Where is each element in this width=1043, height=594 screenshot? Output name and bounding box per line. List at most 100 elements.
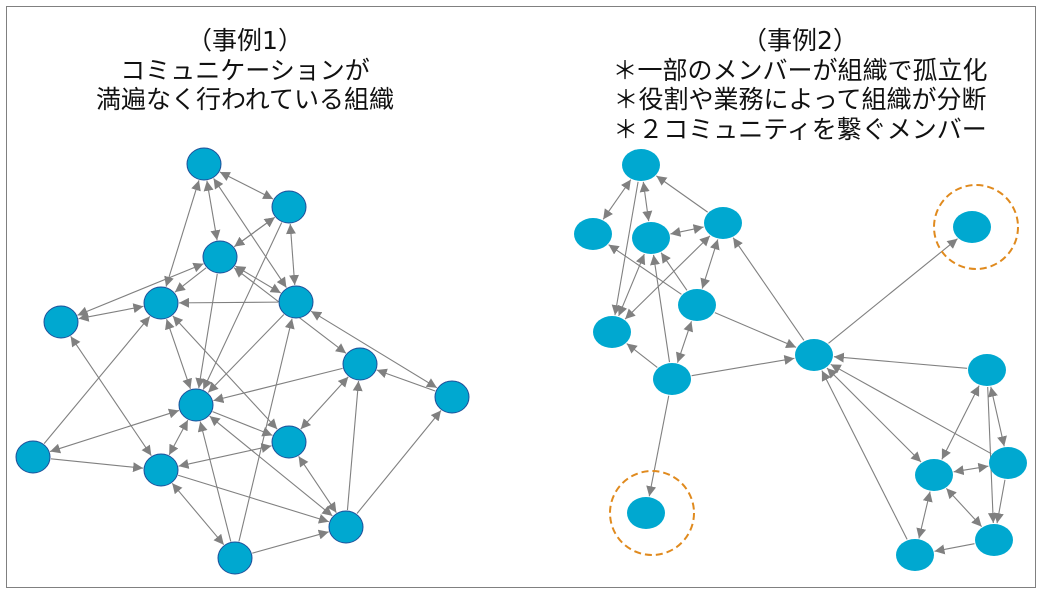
case1-edge-E-C: [234, 265, 282, 294]
case2-member-node-P3: [632, 222, 670, 254]
case2-edge-R5-HUB: [821, 370, 908, 540]
case1-heading: （事例1）: [187, 26, 303, 55]
case1-title: （事例1） コミュニケーションが 満遍なく行われている組織: [45, 26, 445, 115]
case2-member-node-ISO2: [627, 497, 665, 529]
case2-edge-P1-P6: [611, 181, 639, 316]
case2-edge-P4-P6: [624, 235, 711, 320]
case1-edge-L-N: [171, 482, 225, 546]
case1-member-node-N: [217, 541, 253, 575]
case1-member-node-K: [15, 440, 51, 474]
case2-edge-HUB-R2: [826, 367, 922, 463]
case1-member-node-L: [143, 453, 179, 487]
case1-edge-C-D: [174, 267, 207, 293]
case1-edge-G-I: [213, 367, 343, 404]
case2-member-node-R1: [968, 354, 1006, 386]
case1-edge-I-J: [212, 411, 273, 437]
case1-edge-D-I: [165, 318, 192, 390]
case2-edge-P5-P7: [675, 321, 694, 363]
case1-edge-I-L: [168, 419, 189, 456]
case2-edge-P4-P1: [656, 175, 708, 213]
case1-edge-L-M: [177, 474, 330, 524]
case2-edge-R4-R5: [934, 543, 975, 555]
case1-edge-N-M: [252, 529, 329, 554]
case2-edge-P5-HUB: [714, 312, 797, 349]
case1-edge-M-G: [346, 380, 363, 511]
case2-bullet-2: ＊役割や業務によって組織が分断: [613, 85, 987, 114]
diagram-frame: [6, 6, 1036, 588]
case1-member-node-A: [186, 147, 222, 181]
case1-edge-M-H: [356, 410, 442, 514]
case2-edge-P1-P3: [639, 181, 653, 222]
case2-bullet-1: ＊一部のメンバーが組織で孤立化: [612, 55, 988, 85]
case2-edge-P4-P5: [700, 239, 720, 289]
case2-edge-R1-HUB: [833, 352, 968, 369]
case1-edge-F-L: [70, 336, 152, 456]
case1-edge-J-D: [172, 315, 278, 430]
case2-member-node-P1: [622, 149, 660, 181]
case2-member-node-R3: [989, 447, 1027, 479]
isolated-member-ring-1: [933, 184, 1019, 270]
case1-edge-E-I: [207, 314, 285, 393]
case2-edge-R3-R4: [993, 479, 1006, 524]
case2-bullet-3: ＊２コミュニティを繋ぐメンバー: [613, 114, 987, 144]
case1-member-node-C: [202, 240, 238, 274]
case2-member-node-R5: [896, 539, 934, 571]
case1-edge-J-M: [298, 456, 337, 513]
case1-edge-G-J: [300, 376, 349, 430]
case2-edge-R1-R2: [941, 385, 980, 460]
case2-heading: （事例2）: [742, 26, 858, 55]
case1-member-node-F: [43, 305, 79, 339]
case2-member-node-HUB: [795, 339, 833, 371]
case1-member-node-I: [178, 388, 214, 422]
case2-member-node-R4: [975, 524, 1013, 556]
case2-edge-R2-R3: [953, 462, 989, 476]
case1-member-node-B: [271, 190, 307, 224]
case2-member-node-ISO1: [953, 211, 991, 243]
case1-edge-H-G: [376, 368, 436, 392]
case2-edge-P7-HUB: [691, 355, 795, 377]
case2-member-node-P4: [704, 207, 742, 239]
case2-title: （事例2） ＊一部のメンバーが組織で孤立化 ＊役割や業務によって組織が分断 ＊２…: [590, 26, 1010, 144]
case1-edge-A-D: [164, 180, 201, 287]
case2-edge-P7-ISO2: [646, 395, 670, 497]
case2-edge-R1-R3: [988, 386, 1007, 447]
case1-desc-line2: 満遍なく行われている組織: [95, 85, 394, 114]
case2-edge-P7-P3: [650, 254, 671, 363]
case1-edge-N-E: [238, 318, 295, 542]
case1-edge-E-D: [178, 297, 279, 308]
case1-member-node-J: [271, 425, 307, 459]
case2-edge-P6-P3: [617, 253, 646, 317]
case1-edge-C-B: [233, 216, 276, 248]
case2-edge-HUB-ISO1: [828, 238, 958, 344]
case1-edge-B-E: [285, 223, 300, 286]
case1-edge-F-C: [77, 262, 204, 317]
case1-edge-A-B: [219, 171, 274, 200]
case1-edge-A-C: [203, 180, 221, 241]
case2-edge-R2-R5: [916, 491, 933, 539]
case2-edge-R2-R4: [945, 488, 983, 527]
case1-edge-M-I: [209, 415, 333, 517]
case1-desc-line1: コミュニケーションが: [120, 55, 370, 85]
case2-edge-HUB-P4: [732, 237, 805, 341]
case2-member-node-P6: [593, 316, 631, 348]
isolated-member-ring-2: [609, 470, 695, 556]
case2-member-node-R2: [915, 459, 953, 491]
case2-member-node-P7: [653, 363, 691, 395]
case1-edge-I-K: [49, 408, 180, 454]
case1-edge-C-I: [195, 273, 218, 389]
case2-member-node-P2: [574, 218, 612, 250]
case2-edge-P3-P4: [670, 224, 704, 237]
case1-edge-N-I: [197, 421, 232, 542]
case1-member-node-H: [434, 380, 470, 414]
case1-edge-E-H: [310, 310, 438, 389]
case1-member-node-M: [328, 510, 364, 544]
case1-edge-L-J: [178, 443, 272, 469]
case2-member-node-P5: [678, 289, 716, 321]
case2-edge-R1-R4: [987, 386, 998, 524]
case2-edge-P7-P6: [626, 343, 658, 368]
case2-edge-P1-P2: [602, 179, 632, 220]
case1-member-node-D: [143, 286, 179, 320]
case1-edge-D-F: [78, 303, 144, 322]
case1-member-node-E: [278, 285, 314, 319]
